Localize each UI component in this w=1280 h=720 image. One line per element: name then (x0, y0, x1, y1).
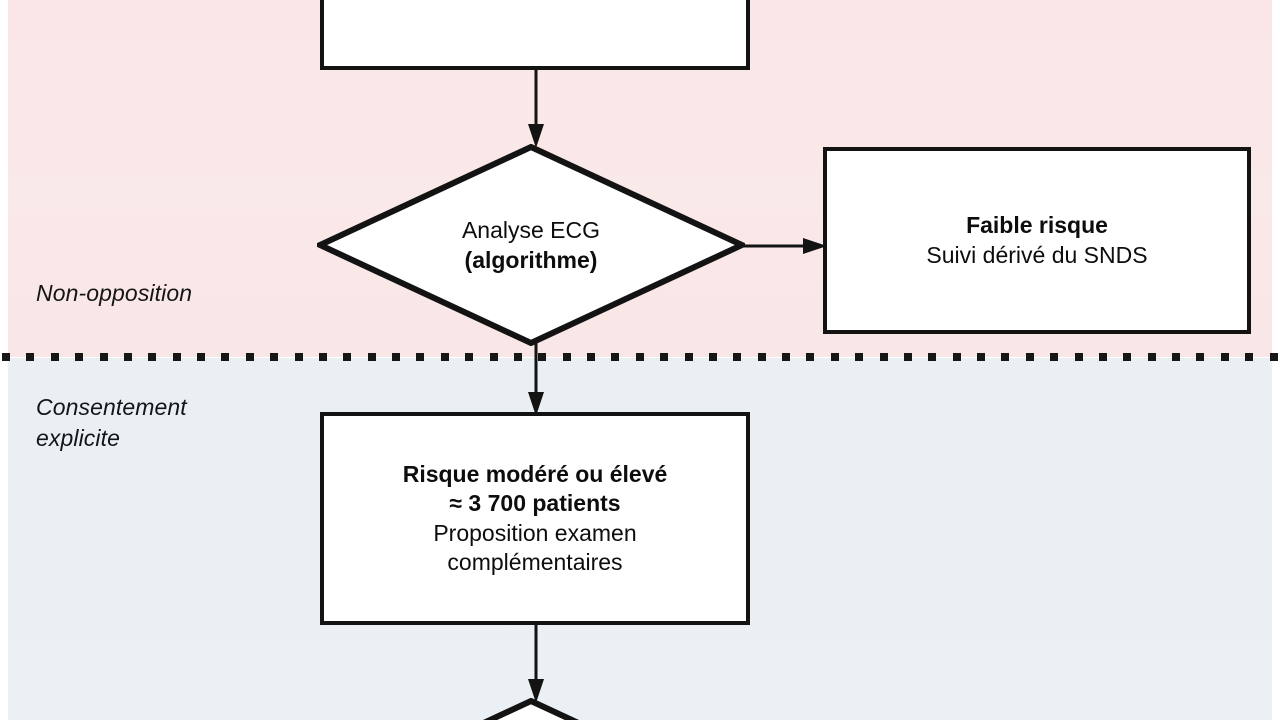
divider-dot (1025, 352, 1034, 361)
divider-dot (1147, 352, 1156, 361)
divider-dot (513, 352, 522, 361)
divider-dot (1098, 352, 1107, 361)
node-risque-eleve-line-3: Proposition examen (433, 519, 637, 546)
divider-dot (245, 352, 254, 361)
divider-dot (465, 352, 474, 361)
node-risque-eleve-line-1: Risque modéré ou élevé (402, 460, 668, 487)
divider-dot (148, 352, 157, 361)
edge-analyse-to-risque-eleve (528, 342, 544, 418)
divider-dot (50, 352, 59, 361)
divider-dot (782, 352, 790, 361)
divider-dot (977, 352, 985, 361)
divider-dot (806, 352, 815, 361)
divider-dot (294, 352, 303, 361)
divider-dot (1123, 352, 1132, 361)
node-analyse-ecg-decision: Analyse ECG (algorithme) (317, 144, 745, 346)
divider-dot (1220, 352, 1229, 361)
divider-dot (1245, 352, 1254, 361)
divider-dot (1196, 352, 1205, 361)
band-label-consentement: Consentement explicite (36, 394, 187, 451)
divider-dot (855, 352, 864, 361)
divider-dot (587, 352, 595, 361)
band-divider-dotted-line (0, 351, 1280, 362)
node-risque-modere-ou-eleve: Risque modéré ou élevé ≈ 3 700 patients … (320, 412, 750, 625)
divider-dot (270, 352, 279, 361)
divider-dot (489, 352, 498, 361)
divider-dot (26, 352, 35, 361)
divider-dot (99, 352, 108, 361)
node-risque-eleve-line-2: ≈ 3 700 patients (449, 490, 621, 517)
divider-dot (952, 352, 961, 361)
divider-dot (538, 352, 547, 361)
divider-dot (440, 352, 449, 361)
divider-dot (708, 352, 717, 361)
divider-dot (830, 352, 839, 361)
divider-dot (123, 352, 132, 361)
divider-dot (635, 352, 644, 361)
divider-dot (879, 352, 888, 361)
divider-dot (660, 352, 669, 361)
divider-dot (2, 352, 10, 361)
band-label-non-opposition: Non-opposition (36, 280, 193, 306)
divider-dot (611, 352, 620, 361)
divider-dot (1269, 352, 1278, 361)
divider-dot (221, 352, 230, 361)
divider-dot (172, 352, 181, 361)
node-faible-risque-line-1: Faible risque (966, 212, 1108, 239)
node-faible-risque-line-2: Suivi dérivé du SNDS (926, 241, 1148, 268)
divider-dot (733, 352, 742, 361)
node-population: ≈ 37 000 patients (320, 0, 750, 70)
divider-dot (1172, 352, 1180, 361)
node-next-decision-partial (317, 698, 745, 720)
divider-dot (1050, 352, 1059, 361)
edge-population-to-analyse (528, 66, 544, 150)
divider-dot (367, 352, 376, 361)
divider-dot (757, 352, 766, 361)
divider-dot (318, 352, 327, 361)
divider-dot (928, 352, 937, 361)
divider-dot (684, 352, 693, 361)
divider-dot (343, 352, 352, 361)
divider-dot (197, 352, 205, 361)
edge-risque-eleve-to-next-decision (528, 621, 544, 705)
divider-dot (562, 352, 571, 361)
divider-dot (416, 352, 425, 361)
node-risque-eleve-line-4: complémentaires (447, 548, 623, 575)
divider-dot (75, 352, 84, 361)
divider-dot (1074, 352, 1083, 361)
divider-dot (392, 352, 400, 361)
edge-analyse-to-faible-risque (741, 237, 829, 255)
node-faible-risque: Faible risque Suivi dérivé du SNDS (823, 147, 1251, 334)
divider-dot (903, 352, 912, 361)
divider-dot (1001, 352, 1010, 361)
